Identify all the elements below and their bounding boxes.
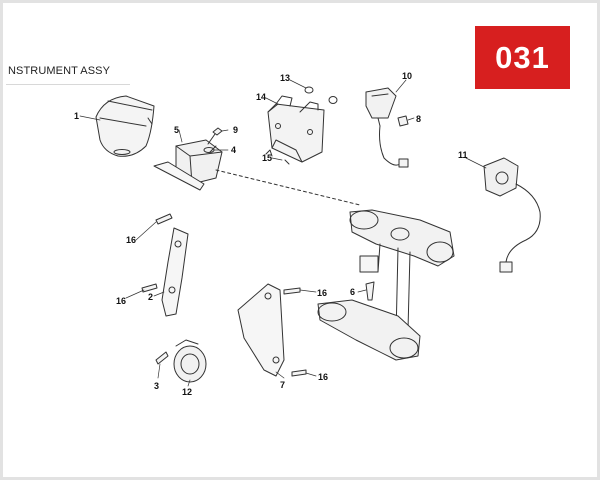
mounting-plate-7-part — [237, 283, 285, 377]
screw-9-part — [207, 127, 223, 145]
bolt-6-part — [365, 281, 375, 301]
screw-3-part — [155, 351, 169, 365]
callout-13: 13 — [280, 73, 290, 83]
callout-9: 9 — [233, 125, 238, 135]
sensor-10-part — [365, 87, 409, 168]
screw-15-part — [265, 149, 273, 157]
instrument-panel-part — [153, 139, 223, 191]
callout-6: 6 — [350, 287, 355, 297]
callout-10: 10 — [402, 71, 412, 81]
callout-15: 15 — [262, 153, 272, 163]
callout-11: 11 — [458, 150, 468, 160]
callout-16-left: 16 — [116, 296, 126, 306]
control-unit-part — [267, 95, 325, 165]
callout-16-middle: 16 — [317, 288, 327, 298]
reference-dashed-line — [215, 169, 361, 206]
fitting-8-part — [397, 115, 409, 127]
steering-yoke-assembly — [317, 209, 455, 361]
callout-16-lower: 16 — [318, 372, 328, 382]
switch-11-part — [483, 157, 541, 273]
callout-8: 8 — [416, 114, 421, 124]
assembly-title: NSTRUMENT ASSY — [8, 65, 111, 77]
callout-7: 7 — [280, 380, 285, 390]
callout-2: 2 — [148, 292, 153, 302]
grommet-13-part — [304, 86, 338, 104]
callout-3: 3 — [154, 381, 159, 391]
callout-16-upper: 16 — [126, 235, 136, 245]
callout-5: 5 — [174, 125, 179, 135]
page-code-badge: 031 — [475, 26, 570, 89]
horn-12-part — [173, 339, 207, 383]
screw-16-part — [141, 213, 307, 377]
callout-1: 1 — [74, 111, 79, 121]
instrument-cover-part — [95, 95, 155, 157]
callout-12: 12 — [182, 387, 192, 397]
title-bar — [6, 60, 130, 85]
callout-4: 4 — [231, 145, 236, 155]
bracket-2-part — [161, 227, 189, 317]
callout-14: 14 — [256, 92, 266, 102]
leader-lines — [79, 79, 487, 387]
